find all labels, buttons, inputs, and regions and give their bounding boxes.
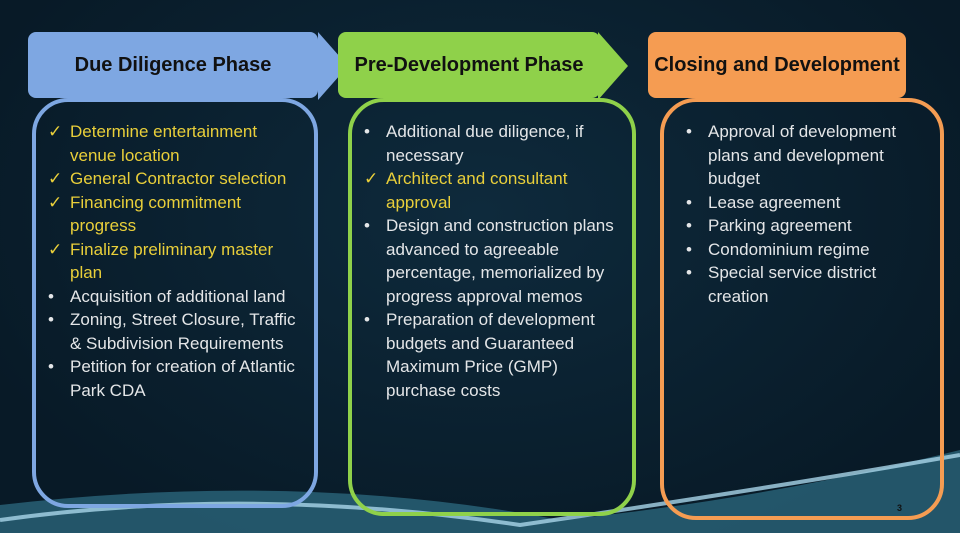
bullet-icon: • (686, 192, 692, 212)
list-item: • Zoning, Street Closure, Traffic & Subdi… (46, 308, 306, 355)
list-item: • Special service district creation (684, 261, 924, 308)
phase-items: •Additional due diligence, if necessary✓… (362, 120, 624, 402)
list-item: ✓ General Contractor selection (46, 167, 306, 191)
list-item: ✓ Architect and consultant approval (362, 167, 624, 214)
item-text: Design and construction plans advanced t… (386, 216, 614, 306)
item-text: Zoning, Street Closure, Traffic & Subdiv… (70, 310, 296, 353)
bullet-icon: • (48, 357, 54, 376)
item-text: Approval of development plans and develo… (708, 122, 897, 188)
item-text: Additional due diligence, if necessary (386, 122, 584, 165)
item-text: Preparation of development budgets and G… (386, 310, 595, 400)
phase-title: Pre-Development Phase (338, 32, 600, 98)
list-item: • Petition for creation of Atlantic Park … (46, 355, 306, 402)
checkmark-icon: ✓ (48, 239, 63, 259)
list-item: • Parking agreement (684, 214, 924, 238)
list-item: • Additional due diligence, if necessary (362, 120, 624, 167)
item-text: Finalize preliminary master plan (70, 239, 274, 283)
item-text: Lease agreement (708, 192, 841, 212)
phase-title: Due Diligence Phase (28, 32, 318, 98)
item-text: Determine entertainment venue location (70, 122, 258, 165)
arrow-right-icon (598, 32, 628, 100)
list-item: • Design and construction plans advanced … (362, 214, 624, 308)
item-text: Condominium regime (708, 239, 870, 259)
bullet-icon: • (364, 216, 370, 235)
bullet-icon: • (686, 263, 692, 282)
item-text: General Contractor selection (70, 169, 287, 188)
list-item: ✓ Determine entertainment venue location (46, 120, 306, 167)
checkmark-icon: ✓ (364, 169, 379, 188)
bullet-icon: • (364, 310, 370, 329)
item-text: Acquisition of additional land (70, 286, 286, 306)
checkmark-icon: ✓ (48, 122, 63, 141)
bullet-icon: • (48, 310, 54, 329)
phase-box (32, 98, 318, 508)
checkmark-icon: ✓ (48, 169, 63, 188)
list-item: • Lease agreement (684, 191, 924, 215)
bullet-icon: • (686, 216, 692, 235)
phase-box (348, 98, 636, 516)
phase-box (660, 98, 944, 520)
bullet-icon: • (686, 239, 692, 259)
phase-items: • Approval of development plans and devel… (684, 120, 924, 308)
item-text: Special service district creation (708, 263, 877, 306)
item-text: Architect and consultant approval (386, 169, 568, 212)
list-item: • Approval of development plans and devel… (684, 120, 924, 191)
bullet-icon: • (48, 286, 54, 306)
list-item: • Condominium regime (684, 238, 924, 262)
bullet-icon: • (364, 122, 370, 141)
list-item: ✓ Financing commitment progress (46, 191, 306, 238)
page-number: 3 (897, 503, 903, 513)
list-item: • Preparation of development budgets and … (362, 308, 624, 402)
item-text: Petition for creation of Atlantic Park C… (70, 357, 295, 400)
item-text: Parking agreement (708, 216, 852, 235)
bullet-icon: • (686, 122, 692, 141)
phase-title: Closing and Development (648, 32, 906, 98)
item-text: Financing commitment progress (70, 192, 242, 236)
list-item: ✓ Finalize preliminary master plan (46, 238, 306, 285)
checkmark-icon: ✓ (48, 192, 63, 212)
phase-items: ✓Determine entertainment venue location✓… (46, 120, 306, 402)
list-item: • Acquisition of additional land (46, 285, 306, 309)
